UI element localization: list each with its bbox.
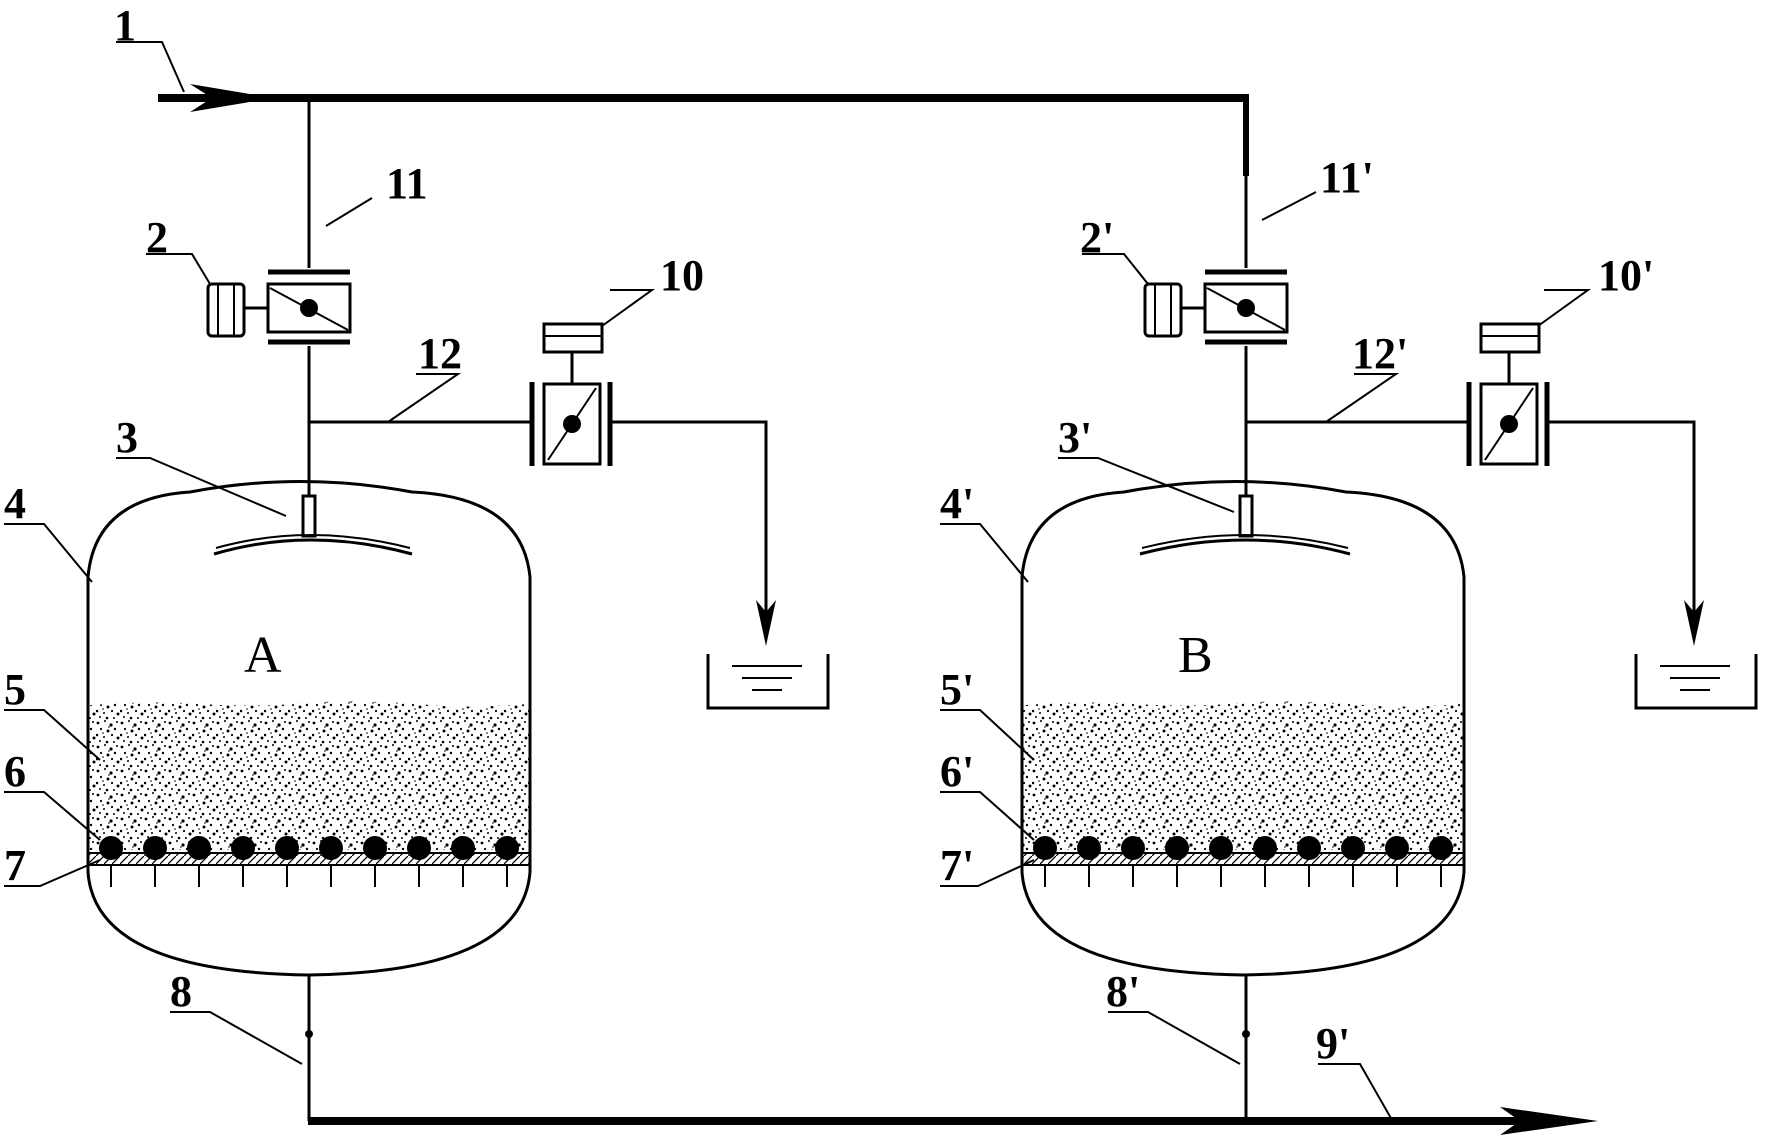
- label-media-b: 5': [940, 665, 974, 714]
- drain-valve-b: [1466, 322, 1550, 466]
- inlet-valve-a: [206, 269, 352, 345]
- label-tank-a: A: [244, 627, 282, 684]
- label-nozzles-a: 6: [4, 747, 26, 796]
- label-outlet-b: 8': [1106, 967, 1140, 1016]
- label-main-outlet: 9': [1316, 1019, 1350, 1068]
- label-shell-b: 4': [940, 479, 974, 528]
- label-valve-b: 2': [1080, 213, 1114, 262]
- label-inlet: 1: [114, 1, 136, 50]
- filter-unit-a: [86, 98, 830, 1121]
- label-drain-valve-b: 10': [1598, 251, 1654, 300]
- label-valve-a: 2: [146, 213, 168, 262]
- callout-labels: 1 2 11 10 12 3 4 A 5 6 7 8 2' 11' 10' 12…: [4, 1, 1654, 1068]
- leader-lines: [4, 41, 1592, 1121]
- label-drain-valve-a: 10: [660, 251, 704, 300]
- drain-basin-b: [1634, 654, 1758, 710]
- vessel-shell-b: [1020, 480, 1466, 977]
- drain-arrow-b: [1684, 600, 1704, 646]
- label-shell-a: 4: [4, 479, 26, 528]
- drain-arrow-a: [756, 600, 776, 646]
- water-distributor-b: [1139, 494, 1351, 556]
- label-inlet-pipe-a: 11: [386, 159, 428, 208]
- outlet-header-pipe: [308, 1107, 1598, 1135]
- drain-valve-actuator-b: [1479, 322, 1541, 354]
- valve-actuator-a: [206, 282, 246, 338]
- drain-valve-a: [529, 322, 613, 466]
- filter-nozzles-a: [99, 836, 519, 887]
- vessel-shell-a: [86, 480, 532, 977]
- filter-unit-b: [1020, 98, 1758, 1121]
- label-plate-b: 7': [940, 841, 974, 890]
- inlet-arrow: [190, 84, 274, 112]
- label-distributor-b: 3': [1058, 413, 1092, 462]
- filter-media-a: [88, 701, 530, 850]
- label-branch-pipe-a: 12: [418, 329, 462, 378]
- inlet-valve-b: [1143, 269, 1289, 345]
- label-branch-pipe-b: 12': [1352, 329, 1408, 378]
- label-media-a: 5: [4, 665, 26, 714]
- inlet-header-pipe: [158, 84, 1249, 176]
- valve-actuator-b: [1143, 282, 1183, 338]
- filter-nozzles-b: [1033, 836, 1453, 887]
- drain-valve-actuator-a: [542, 322, 604, 354]
- label-plate-a: 7: [4, 841, 26, 890]
- label-distributor-a: 3: [116, 413, 138, 462]
- label-inlet-pipe-b: 11': [1320, 153, 1374, 202]
- outlet-arrow: [1500, 1107, 1598, 1135]
- label-nozzles-b: 6': [940, 747, 974, 796]
- water-distributor-a: [213, 494, 413, 556]
- label-outlet-a: 8: [170, 967, 192, 1016]
- filter-media-b: [1022, 701, 1464, 850]
- drain-basin-a: [706, 654, 830, 710]
- label-tank-b: B: [1178, 627, 1213, 684]
